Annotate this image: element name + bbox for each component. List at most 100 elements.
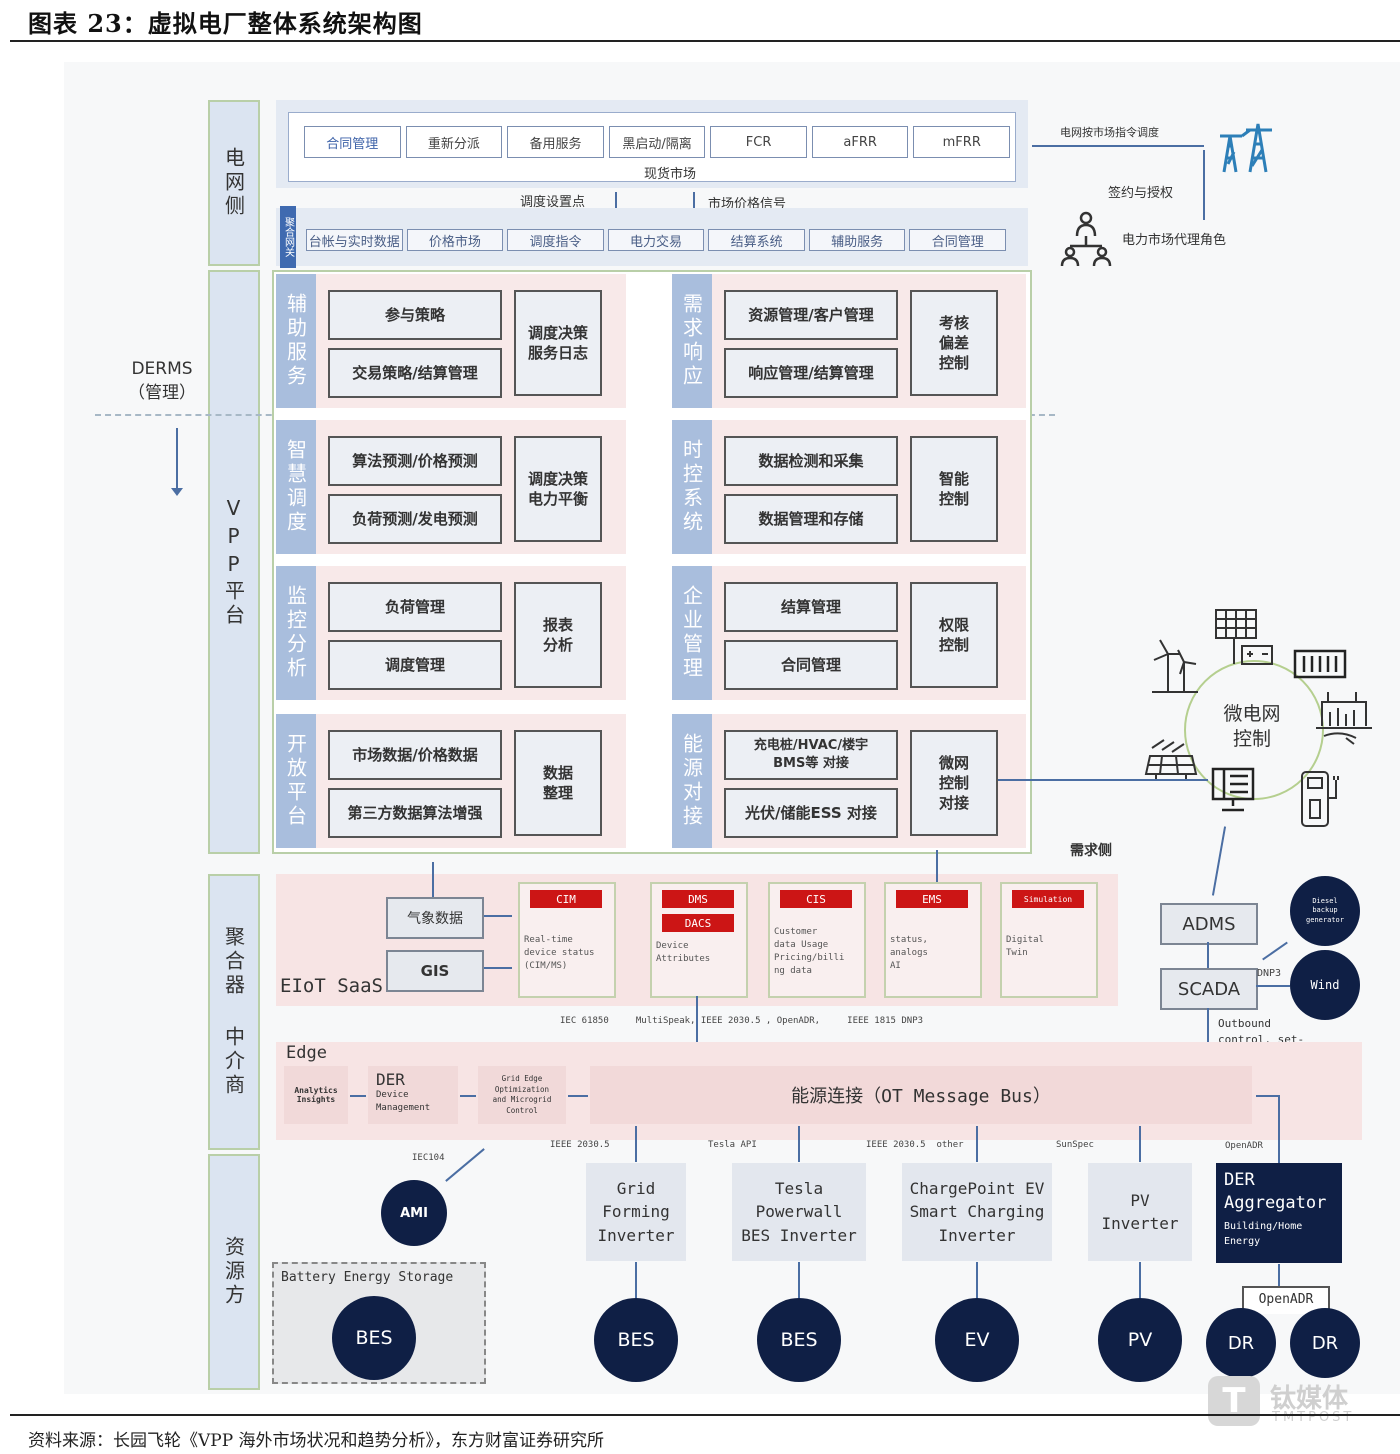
grid-dispatch-label: 电网按市场指令调度 [1060, 126, 1159, 139]
vpp-module-label: 辅助服务 [276, 274, 316, 408]
eiot-label: EIoT SaaS [280, 975, 383, 997]
spot-market-item: FCR [710, 126, 807, 158]
vpp-function-box: 第三方数据算法增强 [328, 788, 502, 838]
inverter-bus-arrow [798, 1126, 800, 1162]
ev-charger-icon [1296, 768, 1346, 830]
der-aggregator-box: DER Aggregator Building/Home Energy [1216, 1163, 1342, 1263]
inverter-box: PV Inverter [1088, 1163, 1192, 1261]
eiot-card-text: Device Attributes [656, 941, 711, 965]
vpp-function-box: 参与策略 [328, 290, 502, 340]
eiot-card-text: Customer data Usage Pricing/billi ng dat… [774, 927, 845, 977]
gateway-item: 价格市场 [406, 229, 504, 251]
vpp-module-label: 能源对接 [672, 714, 712, 848]
vpp-function-box: 市场数据/价格数据 [328, 730, 502, 780]
inverter-device-arrow [1139, 1262, 1141, 1298]
spot-market-item: 备用服务 [507, 126, 604, 158]
grid-edge-box: Grid Edge Optimization and Microgrid Con… [478, 1066, 566, 1124]
layer-aggregator: 聚合器 中介商 [208, 874, 260, 1150]
dnp3-label: DNP3 [1257, 968, 1282, 979]
eiot-card-text: Real-time device status (CIM/MS) [524, 935, 595, 972]
vpp-module-label: 智慧调度 [276, 420, 316, 554]
aggregator-bus-arrow-v [1278, 1095, 1280, 1165]
header-rule [10, 40, 1400, 42]
microgrid-label: 微电网 控制 [1223, 703, 1281, 750]
spot-market-item: mFRR [913, 126, 1011, 158]
edge-label: Edge [286, 1043, 327, 1063]
vpp-module-label: 企业管理 [672, 566, 712, 700]
inverter-bus-arrow [635, 1126, 637, 1162]
price-signal-arrow [693, 192, 695, 214]
inverter-bus-arrow [976, 1126, 978, 1162]
eiot-card-tag: DMS [662, 890, 734, 908]
vpp-function-box: 结算管理 [724, 582, 898, 632]
vpp-side-box: 智能 控制 [910, 436, 998, 542]
inverter-protocol-label: Tesla API [708, 1140, 757, 1150]
ot-message-bus: 能源连接（OT Message Bus） [590, 1066, 1252, 1124]
layer-aggregator-label: 聚合器 中介商 [221, 926, 246, 1098]
inverter-box: Grid Forming Inverter [586, 1163, 686, 1261]
eiot-card-tag: EMS [896, 890, 968, 908]
inverter-protocol-label: SunSpec [1056, 1140, 1094, 1150]
eiot-card-tag: Simulation [1012, 890, 1084, 908]
vpp-side-box: 数据 整理 [514, 730, 602, 836]
inverter-box: Tesla Powerwall BES Inverter [732, 1163, 866, 1261]
vpp-module-label: 开放平台 [276, 714, 316, 848]
source-note: 资料来源：长园飞轮《VPP 海外市场状况和趋势分析》，东方财富证券研究所 [28, 1431, 605, 1451]
watermark-cn: 钛媒体 [1270, 1384, 1349, 1414]
ems-link-arrow [936, 850, 938, 884]
gateway-item: 辅助服务 [808, 229, 906, 251]
analytics-insights-box: Analytics Insights [284, 1066, 348, 1124]
container-storage-icon [1292, 646, 1348, 682]
inverter-bus-arrow [1139, 1126, 1141, 1162]
vpp-module-label: 需求响应 [672, 274, 712, 408]
inverter-protocol-label: IEEE 2030.5 [550, 1140, 610, 1150]
openadr-label: OpenADR [1225, 1141, 1263, 1151]
derms-subtitle: （管理） [128, 382, 196, 403]
battery-storage-label: Battery Energy Storage [281, 1270, 454, 1285]
weather-up-arrow [432, 862, 434, 898]
bes-node-main: BES [332, 1296, 416, 1380]
weather-cim-arrow [484, 915, 512, 917]
vpp-side-box: 调度决策 电力平衡 [514, 436, 602, 542]
gateway-item: 电力交易 [607, 229, 705, 251]
dr-node-1: DR [1206, 1308, 1276, 1378]
inverter-box: ChargePoint EV Smart Charging Inverter [902, 1163, 1052, 1261]
solar-battery-icon [1212, 608, 1276, 666]
microgrid-link-arrow [998, 779, 1208, 781]
scada-wind-arrow [1256, 985, 1290, 987]
spot-market-item: 重新分派 [405, 126, 503, 158]
watermark-en: TMTPOST [1272, 1410, 1355, 1425]
layer-vpp-platform: VPP平台 [208, 270, 260, 854]
vpp-function-box: 算法预测/价格预测 [328, 436, 502, 486]
agent-role-label: 电力市场代理角色 [1122, 233, 1227, 248]
setpoint-arrow [615, 192, 617, 214]
dispatch-setpoint-label: 调度设置点 [520, 195, 586, 210]
vpp-function-box: 充电桩/HVAC/楼宇 BMS等 对接 [724, 730, 898, 780]
contract-label: 签约与授权 [1108, 186, 1174, 201]
spot-market-item: 合同管理 [304, 126, 401, 158]
analytics-der-arrow [350, 1095, 366, 1097]
vpp-side-box: 报表 分析 [514, 582, 602, 688]
der-aggregator-title: DER Aggregator [1224, 1170, 1327, 1213]
demand-side-label: 需求侧 [1070, 843, 1112, 859]
arrow-head-icon [171, 488, 183, 496]
dms-bus-arrow [696, 996, 698, 1054]
resource-device-node: EV [935, 1298, 1019, 1382]
vpp-side-box: 考核 偏差 控制 [910, 290, 998, 396]
gateway-item: 合同管理 [909, 229, 1007, 251]
gateway-item: 结算系统 [708, 229, 805, 251]
vpp-function-box: 负荷管理 [328, 582, 502, 632]
resource-device-node: PV [1098, 1298, 1182, 1382]
gridedge-bus-arrow [568, 1095, 588, 1097]
spot-market-label: 现货市场 [643, 167, 696, 182]
der-subtitle: Device Management [376, 1090, 431, 1113]
control-monitor-icon [1210, 766, 1256, 814]
vpp-function-box: 调度管理 [328, 640, 502, 690]
inverter-protocol-label: IEEE 2030.5 other [866, 1140, 964, 1150]
vpp-function-box: 负荷预测/发电预测 [328, 494, 502, 544]
layer-resource: 资源方 [208, 1154, 260, 1390]
factory-icon [1316, 688, 1372, 746]
vpp-side-box: 权限 控制 [910, 582, 998, 688]
contract-arrow [1203, 150, 1205, 220]
